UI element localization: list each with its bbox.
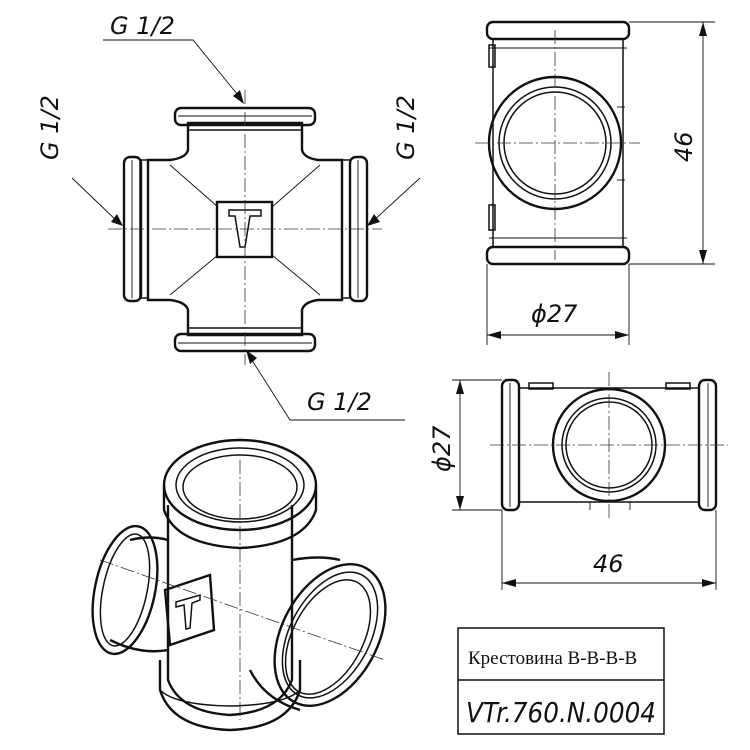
part-code: VTr.760.N.0004 xyxy=(466,696,656,729)
side-height-dimension: 46 xyxy=(670,131,698,162)
top-length-dimension: 46 xyxy=(593,550,624,578)
thread-label-left: G 1/2 xyxy=(36,95,64,160)
thread-label-bottom: G 1/2 xyxy=(307,388,372,416)
part-name: Крестовина В-В-В-В xyxy=(468,648,637,669)
side-view xyxy=(475,20,715,345)
top-view xyxy=(452,372,728,590)
top-diameter-dimension: ϕ27 xyxy=(428,425,456,472)
thread-label-top: G 1/2 xyxy=(110,12,175,40)
isometric-view xyxy=(91,438,387,732)
title-block xyxy=(457,627,665,735)
side-diameter-dimension: ϕ27 xyxy=(531,300,578,328)
front-view xyxy=(71,39,421,421)
thread-label-right: G 1/2 xyxy=(392,95,420,160)
